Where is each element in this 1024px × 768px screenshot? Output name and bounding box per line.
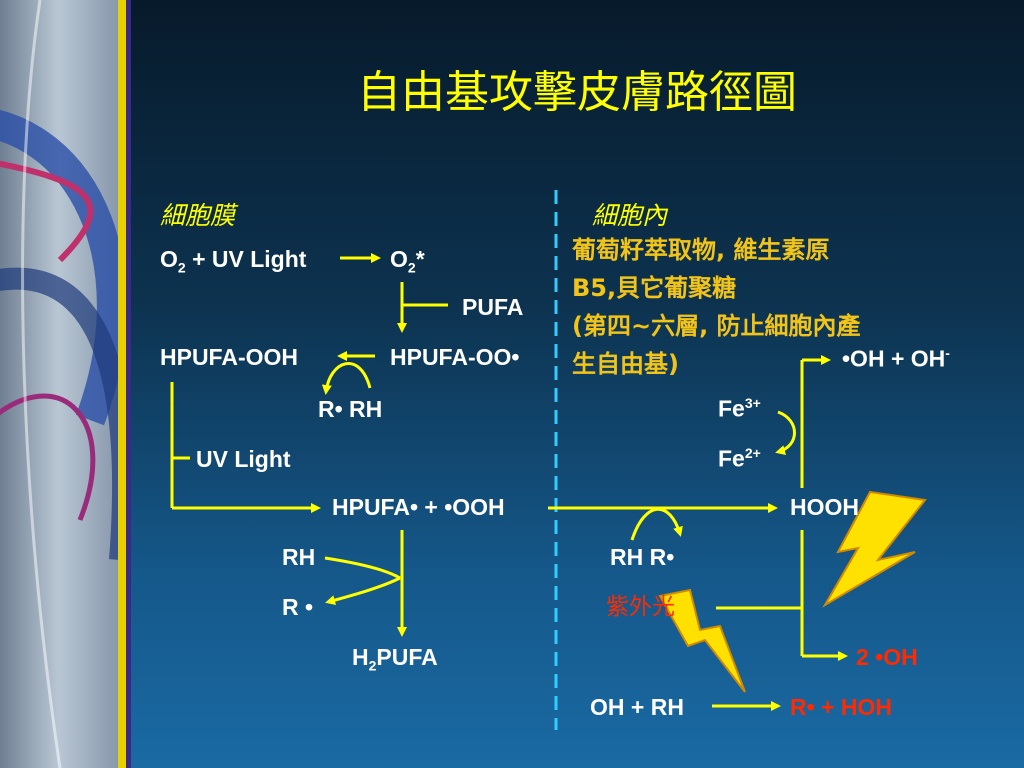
r-rh-label: R• RH xyxy=(318,396,383,422)
oh-rh-label: OH + RH xyxy=(590,694,684,720)
page-title: 自由基攻擊皮膚路徑圖 xyxy=(357,67,797,118)
fe2-label: Fe2+ xyxy=(718,445,761,472)
sidebar-yellow-band xyxy=(118,0,126,768)
o2-uv-label: O2 + UV Light xyxy=(160,246,307,276)
intracellular-header: 細胞內 xyxy=(592,201,668,230)
hpufa-radical-label: HPUFA• + •OOH xyxy=(332,494,505,520)
pufa-label: PUFA xyxy=(462,294,524,320)
uv-light-label: UV Light xyxy=(196,446,291,472)
lightning-bolt-icon xyxy=(658,588,746,693)
hpufa-oo-label: HPUFA-OO• xyxy=(390,344,520,370)
hooh-label: HOOH xyxy=(790,494,859,520)
note-line-4: 生自由基) xyxy=(572,350,679,378)
note-line-1: 葡萄籽萃取物, 維生素原 xyxy=(572,236,830,264)
r-hoh-label: R• + HOH xyxy=(790,694,892,720)
h2pufa-label: H2PUFA xyxy=(352,644,438,674)
oh-pair-label: •OH + OH- xyxy=(842,345,950,372)
uv-chinese-label: 紫外光 xyxy=(606,594,675,620)
note-line-3: (第四~六層, 防止細胞內產 xyxy=(572,312,861,340)
rh-r-label-right: RH R• xyxy=(610,544,675,570)
cell-membrane-header: 細胞膜 xyxy=(160,201,236,230)
lightning-bolt-icon xyxy=(822,490,927,608)
hpufa-ooh-label: HPUFA-OOH xyxy=(160,344,298,370)
o2-excited-label: O2* xyxy=(390,246,425,276)
two-oh-label: 2 •OH xyxy=(856,644,918,670)
r-radical-label-left: R • xyxy=(282,594,314,620)
fe3-label: Fe3+ xyxy=(718,395,761,422)
rh-label-left: RH xyxy=(282,544,316,570)
sidebar-purple-band xyxy=(126,0,131,768)
note-line-2: B5,貝它葡聚糖 xyxy=(572,274,737,302)
